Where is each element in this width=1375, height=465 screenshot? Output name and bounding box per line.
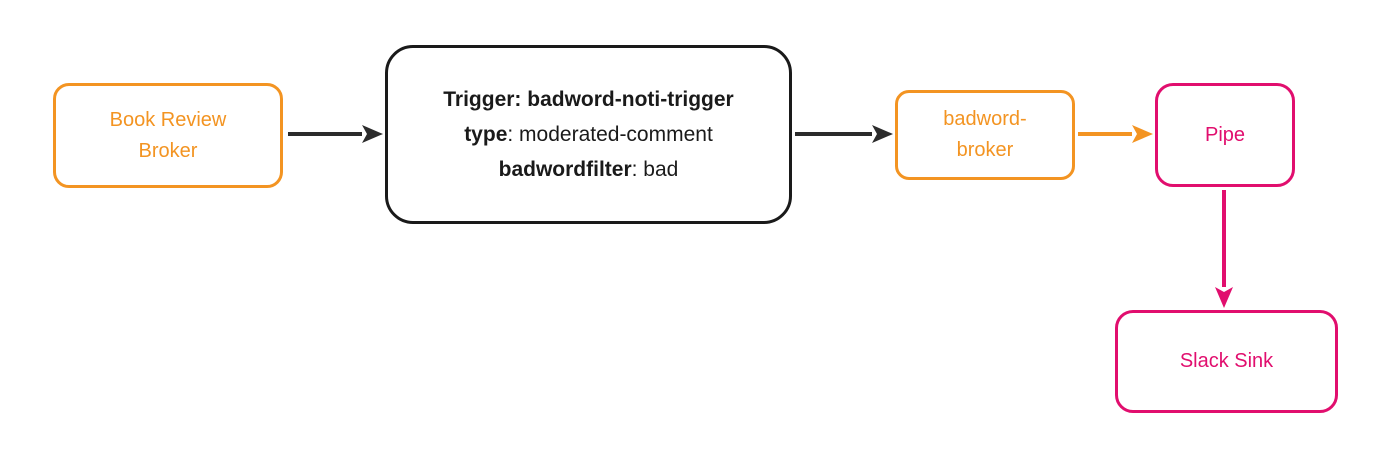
node-book-review-broker: Book Review Broker <box>53 83 283 188</box>
trigger-line-bold: badwordfilter <box>498 158 632 181</box>
trigger-line: badwordfilter: bad <box>499 152 679 187</box>
node-badword-broker: badword- broker <box>895 90 1075 180</box>
node-label: badword- <box>943 108 1027 130</box>
trigger-line-rest: : moderated-comment <box>507 123 713 146</box>
node-slack-sink: Slack Sink <box>1115 310 1338 413</box>
node-label: Slack Sink <box>1179 350 1274 372</box>
node-label: broker <box>956 139 1014 161</box>
node-label: Book Review <box>109 108 227 131</box>
node-label: Pipe <box>1204 123 1246 146</box>
node-trigger: Trigger: badword-noti-trigger type: mode… <box>385 45 792 224</box>
node-pipe: Pipe <box>1155 83 1295 187</box>
node-label: Broker <box>138 139 198 162</box>
trigger-line-rest: : bad <box>631 158 679 181</box>
trigger-line: type: moderated-comment <box>464 117 713 152</box>
trigger-line-bold: type <box>464 123 508 146</box>
trigger-line: Trigger: badword-noti-trigger <box>443 82 733 117</box>
trigger-line-bold: Trigger: badword-noti-trigger <box>443 88 734 111</box>
